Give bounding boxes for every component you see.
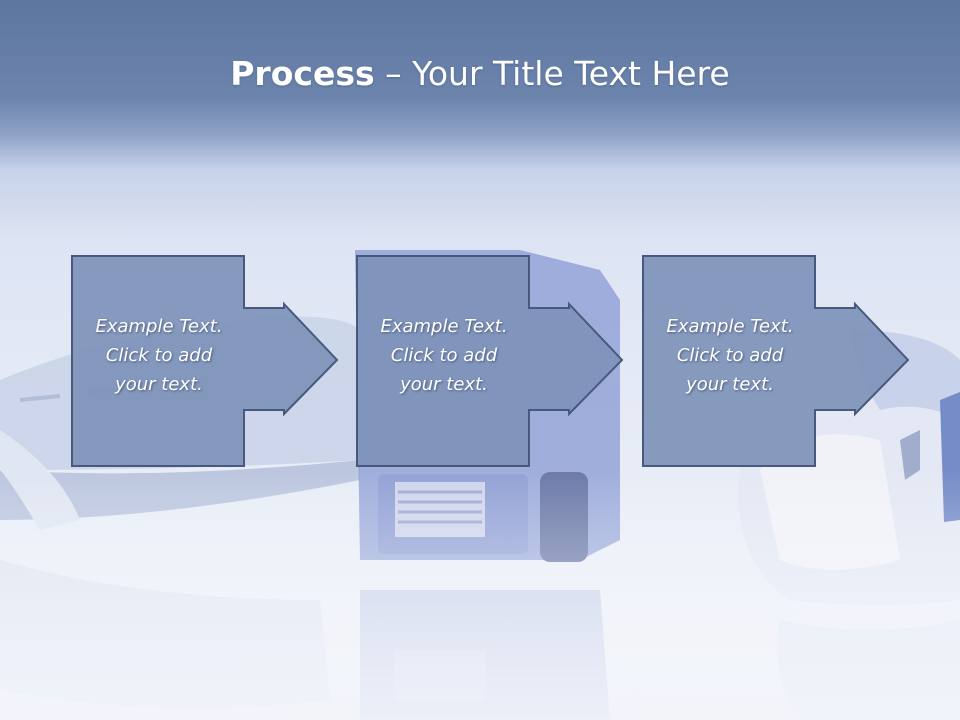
step-text-line3: your text. <box>686 374 774 395</box>
slide-title: Process – Your Title Text Here <box>0 52 960 96</box>
step-text-line1: Example Text. <box>380 316 508 337</box>
step-text[interactable]: Example Text. Click to add your text. <box>367 312 521 399</box>
step-arrow-shape <box>71 255 339 467</box>
title-rest: – Your Title Text Here <box>374 54 730 93</box>
step-text[interactable]: Example Text. Click to add your text. <box>82 312 236 399</box>
process-step-3[interactable]: Example Text. Click to add your text. <box>642 255 913 468</box>
step-text-line2: Click to add <box>105 345 213 366</box>
step-text-line1: Example Text. <box>666 316 794 337</box>
step-text-line1: Example Text. <box>95 316 223 337</box>
step-text-line3: your text. <box>400 374 488 395</box>
process-step-1[interactable]: Example Text. Click to add your text. <box>71 255 342 468</box>
process-step-2[interactable]: Example Text. Click to add your text. <box>356 255 627 468</box>
step-text-line3: your text. <box>115 374 203 395</box>
step-arrow-shape <box>356 255 624 467</box>
step-text-line2: Click to add <box>676 345 784 366</box>
step-text-line2: Click to add <box>390 345 498 366</box>
step-text[interactable]: Example Text. Click to add your text. <box>653 312 807 399</box>
step-arrow-shape <box>642 255 910 467</box>
title-bold: Process <box>230 54 375 93</box>
